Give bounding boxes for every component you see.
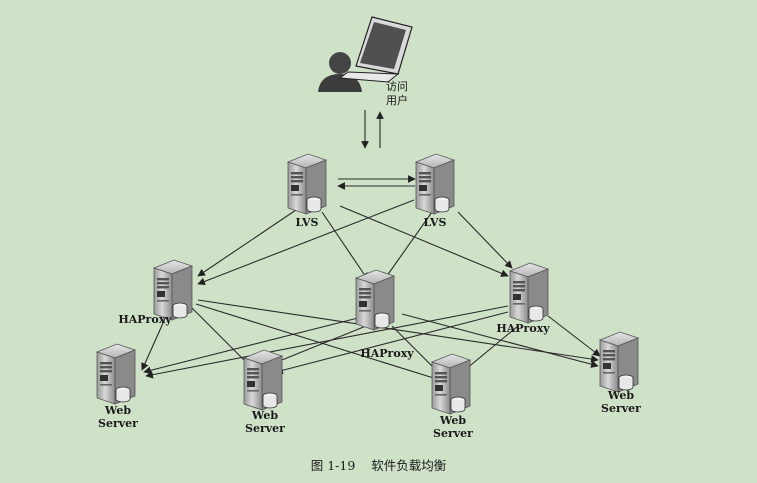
web-server-label-3-line2: Server: [433, 427, 473, 440]
web-server-label-3-line1: Web: [439, 414, 467, 427]
web-server-label-1-line1: Web: [104, 404, 132, 417]
web-server-label-4: Web Server: [596, 389, 646, 415]
haproxy-label-1: HAProxy: [118, 313, 172, 326]
web-server-label-4-line2: Server: [601, 402, 641, 415]
web-server-icon-1: [96, 343, 136, 405]
lvs-server-icon-2: [415, 153, 455, 215]
lvs-label-1: LVS: [295, 216, 319, 229]
figure-caption: 图 1-19 软件负载均衡: [0, 455, 757, 474]
lvs-label-2: LVS: [423, 216, 447, 229]
web-server-icon-2: [243, 349, 283, 411]
web-server-icon-4: [599, 331, 639, 393]
figure-number: 图 1-19: [310, 458, 356, 473]
haproxy-server-icon-2: [355, 269, 395, 331]
user-label: 访问 用户: [386, 80, 408, 108]
figure-title: 软件负载均衡: [371, 458, 447, 473]
web-server-label-1-line2: Server: [98, 417, 138, 430]
web-server-label-4-line1: Web: [607, 389, 635, 402]
web-server-label-2: Web Server: [240, 409, 290, 435]
connection-lines: [141, 110, 601, 382]
haproxy-server-icon-3: [509, 262, 549, 324]
web-server-label-3: Web Server: [428, 414, 478, 440]
user-label-line2: 用户: [386, 94, 408, 107]
haproxy-label-3: HAProxy: [496, 322, 550, 335]
user-with-laptop-icon: [318, 16, 413, 92]
haproxy-label-2: HAProxy: [360, 347, 414, 360]
lvs-server-icon-1: [287, 153, 327, 215]
web-server-label-2-line2: Server: [245, 422, 285, 435]
web-server-label-2-line1: Web: [251, 409, 279, 422]
web-server-label-1: Web Server: [93, 404, 143, 430]
web-server-icon-3: [431, 353, 471, 415]
haproxy-server-icon-1: [153, 259, 193, 321]
user-label-line1: 访问: [386, 80, 408, 93]
